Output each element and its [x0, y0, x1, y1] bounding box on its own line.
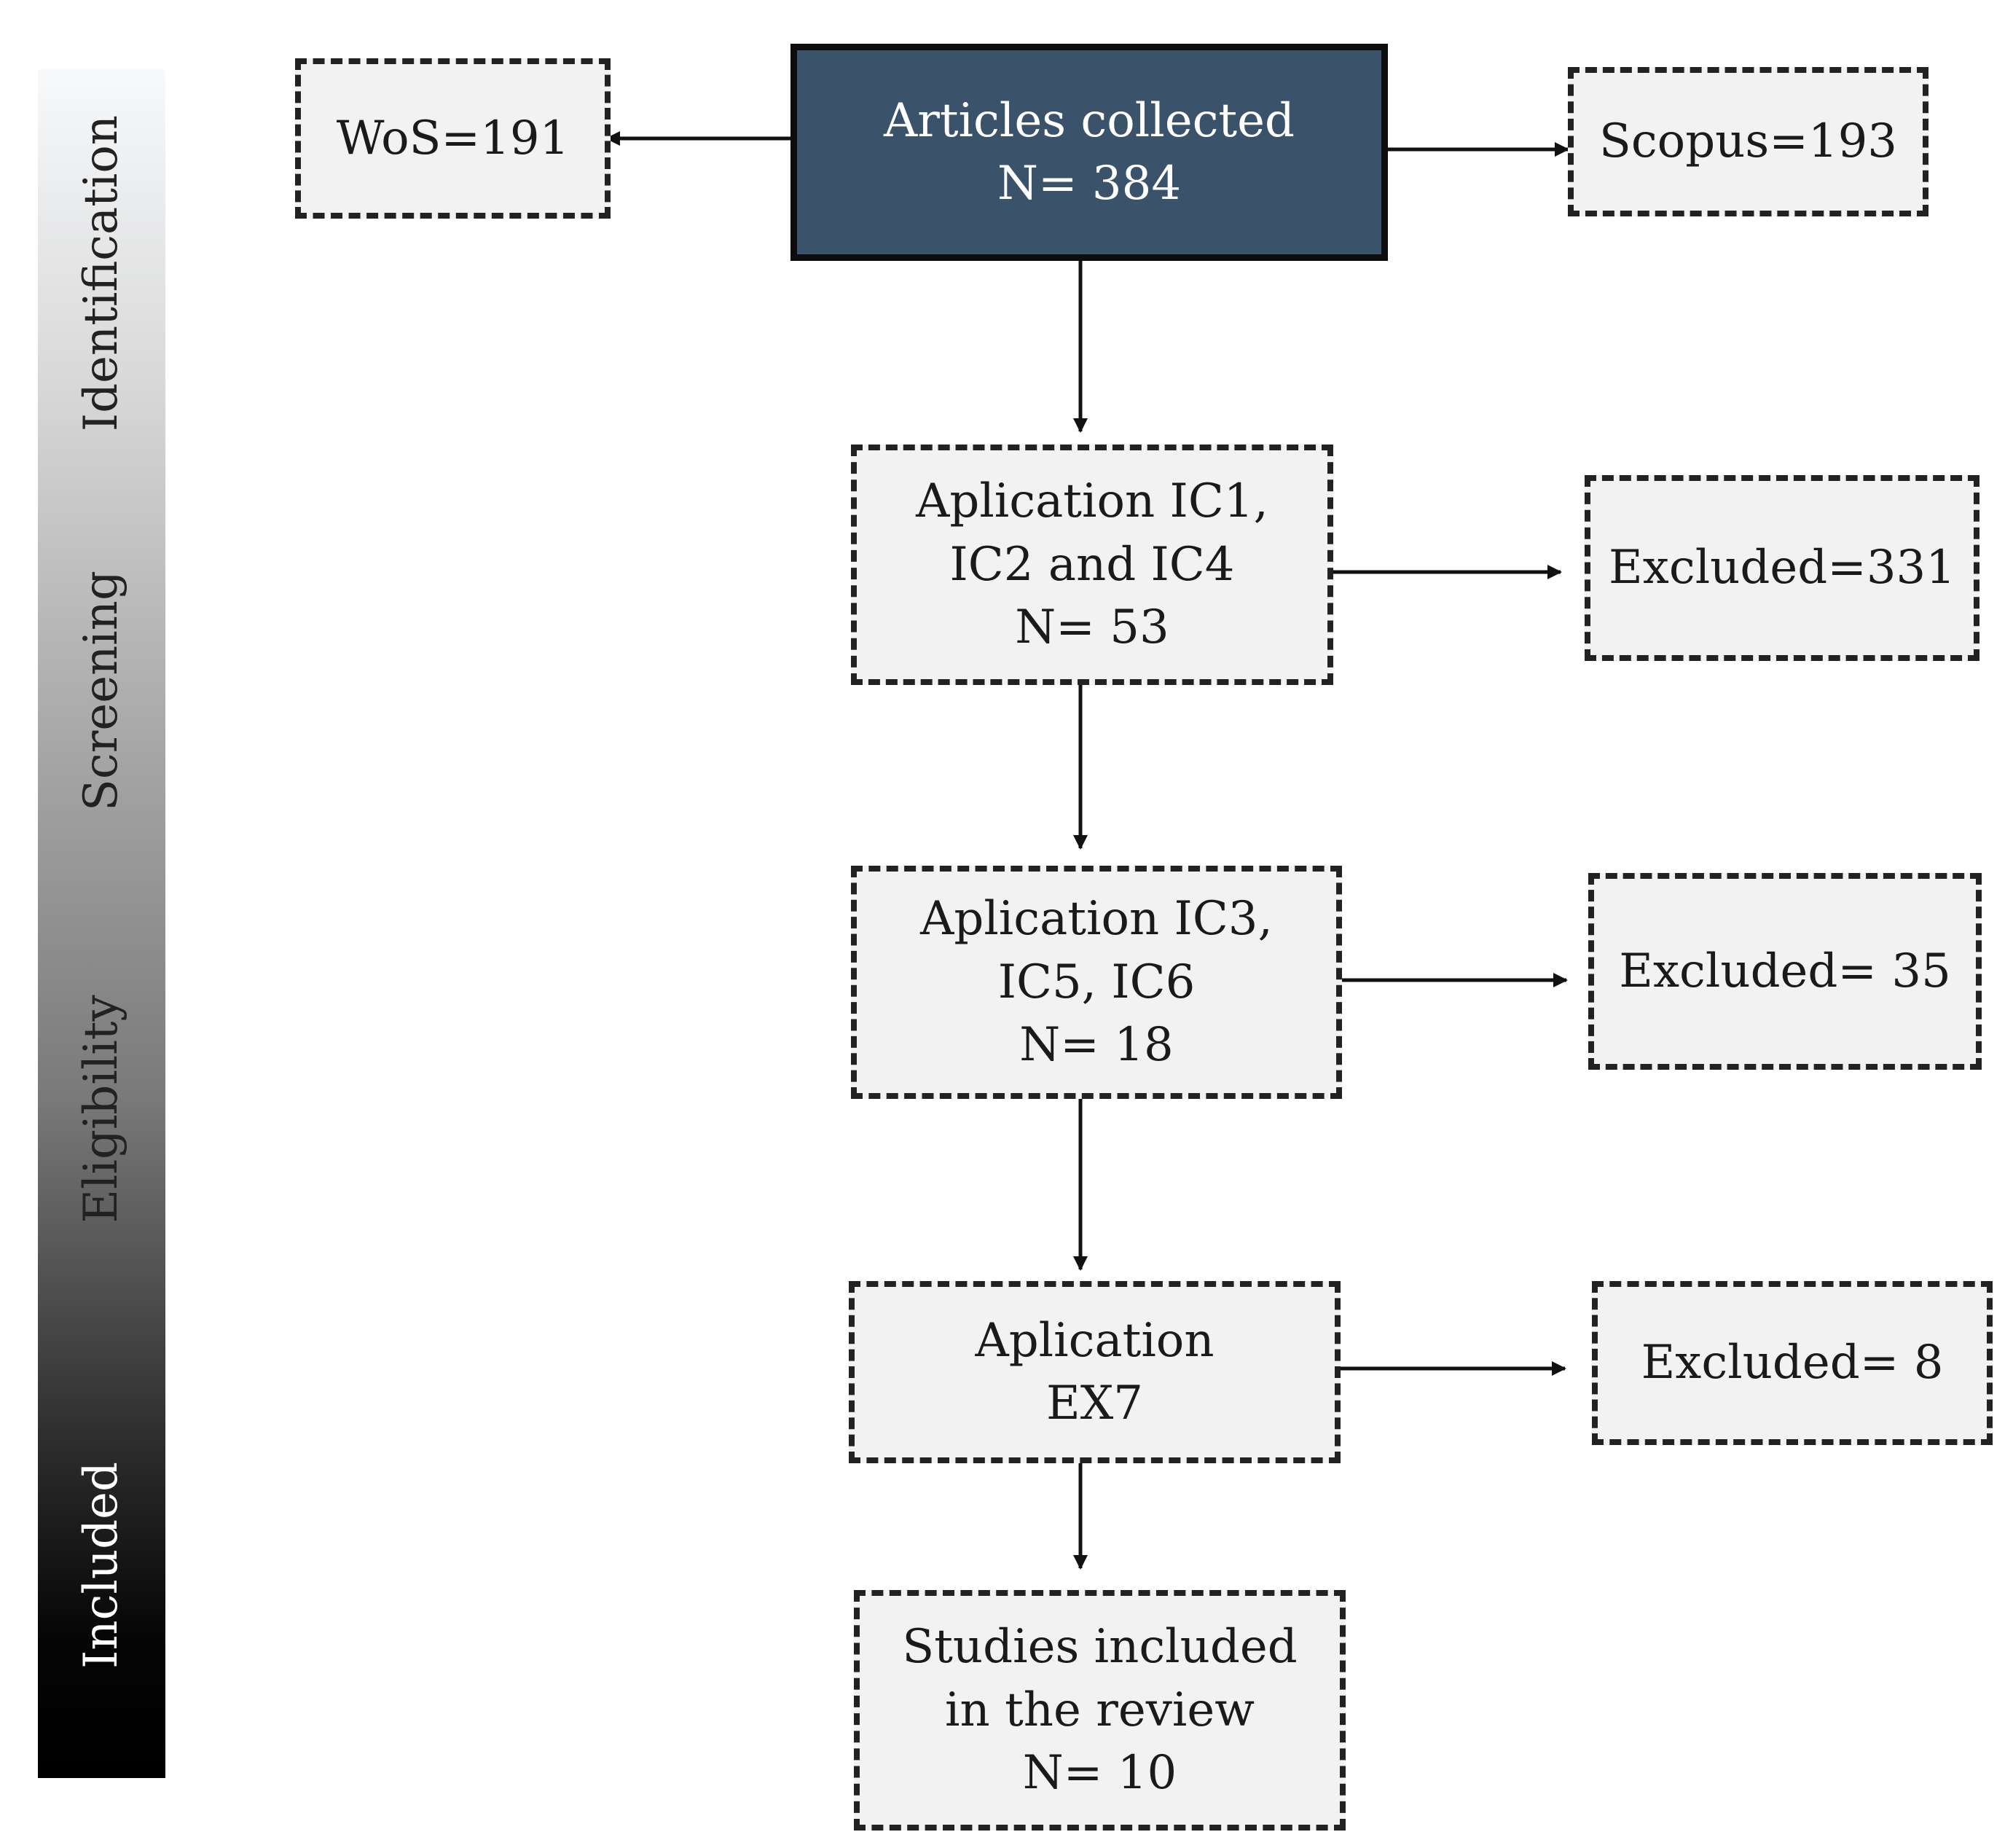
excluded-eligibility-box: Excluded= 35 [1588, 873, 1982, 1070]
wos-count-box: WoS=191 [295, 58, 611, 219]
inclusion-step-line-1: Aplication [975, 1313, 1215, 1368]
studies-included-line-1: Studies included [902, 1620, 1298, 1675]
scopus-count-box: Scopus=193 [1568, 67, 1928, 216]
excluded-screening-text: Excluded=331 [1609, 541, 1955, 595]
screening-step-count: N= 53 [1015, 600, 1169, 655]
eligibility-step-line-2: IC5, IC6 [997, 955, 1196, 1009]
screening-step-line-2: IC2 and IC4 [949, 537, 1235, 592]
eligibility-step-box: Aplication IC3, IC5, IC6 N= 18 [851, 866, 1342, 1099]
articles-collected-count: N= 384 [997, 157, 1182, 211]
wos-count-text: WoS=191 [336, 111, 570, 165]
excluded-inclusion-box: Excluded= 8 [1592, 1281, 1993, 1445]
studies-included-count: N= 10 [1022, 1746, 1177, 1801]
studies-included-box: Studies included in the review N= 10 [854, 1590, 1346, 1831]
inclusion-step-box: Aplication EX7 [849, 1281, 1341, 1463]
articles-collected-title: Articles collected [884, 93, 1295, 148]
excluded-eligibility-text: Excluded= 35 [1619, 944, 1951, 998]
screening-step-line-1: Aplication IC1, [916, 474, 1268, 529]
stage-gradient-bar [38, 69, 165, 1778]
eligibility-step-count: N= 18 [1019, 1018, 1174, 1073]
studies-included-line-2: in the review [945, 1683, 1255, 1737]
inclusion-step-line-2: EX7 [1046, 1377, 1143, 1430]
excluded-screening-box: Excluded=331 [1585, 475, 1979, 661]
scopus-count-text: Scopus=193 [1598, 114, 1898, 169]
articles-collected-box: Articles collected N= 384 [790, 44, 1388, 261]
excluded-inclusion-text: Excluded= 8 [1641, 1336, 1944, 1390]
screening-step-box: Aplication IC1, IC2 and IC4 N= 53 [851, 445, 1333, 685]
eligibility-step-line-1: Aplication IC3, [920, 892, 1273, 947]
